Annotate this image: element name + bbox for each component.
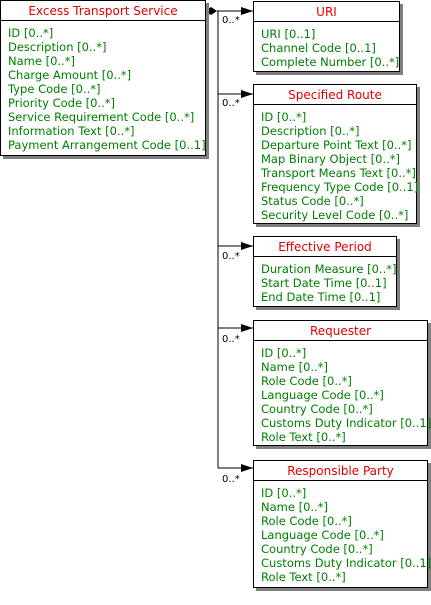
attribute: Departure Point Text [0..*] <box>261 138 412 152</box>
attribute: Frequency Type Code [0..1] <box>261 180 419 194</box>
attribute: Complete Number [0..*] <box>261 55 400 69</box>
attribute: Duration Measure [0..*] <box>261 262 397 276</box>
class-effective-period[interactable]: Effective Period Duration Measure [0..*]… <box>253 236 397 307</box>
attribute: Name [0..*] <box>261 500 328 514</box>
attribute: Information Text [0..*] <box>8 124 135 138</box>
attribute: Country Code [0..*] <box>261 402 373 416</box>
attribute: Customs Duty Indicator [0..1] <box>261 556 431 570</box>
arrow-head-icon <box>241 90 253 98</box>
cardinality-label: 0..* <box>222 98 240 109</box>
attribute: URI [0..1] <box>261 27 316 41</box>
attribute: End Date Time [0..1] <box>261 290 381 304</box>
attribute: ID [0..*] <box>261 110 307 124</box>
class-title: Specified Route <box>254 85 416 105</box>
attribute-list: ID [0..*] Description [0..*] Name [0..*]… <box>1 21 206 152</box>
arrow-head-icon <box>241 242 253 250</box>
attribute: ID [0..*] <box>261 486 307 500</box>
attribute: Map Binary Object [0..*] <box>261 152 400 166</box>
attribute-list: ID [0..*] Name [0..*] Role Code [0..*] L… <box>254 341 431 444</box>
attribute: Type Code [0..*] <box>8 82 101 96</box>
class-requester[interactable]: Requester ID [0..*] Name [0..*] Role Cod… <box>253 320 431 446</box>
cardinality-label: 0..* <box>222 15 240 26</box>
attribute: Transport Means Text [0..*] <box>261 166 416 180</box>
class-title: URI <box>254 2 399 22</box>
class-uri[interactable]: URI URI [0..1] Channel Code [0..1] Compl… <box>253 1 400 72</box>
attribute: Payment Arrangement Code [0..1] <box>8 138 206 152</box>
attribute: Security Level Code [0..*] <box>261 208 409 222</box>
class-title: Responsible Party <box>254 461 427 481</box>
attribute: Role Text [0..*] <box>261 570 346 584</box>
cardinality-label: 0..* <box>222 251 240 262</box>
attribute: Name [0..*] <box>8 54 75 68</box>
class-specified-route[interactable]: Specified Route ID [0..*] Description [0… <box>253 84 419 224</box>
arrow-head-icon <box>241 324 253 332</box>
attribute: Role Code [0..*] <box>261 374 352 388</box>
attribute: Customs Duty Indicator [0..1] <box>261 416 431 430</box>
attribute: Description [0..*] <box>8 40 107 54</box>
class-responsible-party[interactable]: Responsible Party ID [0..*] Name [0..*] … <box>253 460 431 588</box>
attribute: Role Code [0..*] <box>261 514 352 528</box>
attribute: Service Requirement Code [0..*] <box>8 110 195 124</box>
attribute: Language Code [0..*] <box>261 388 384 402</box>
attribute: Start Date Time [0..1] <box>261 276 387 290</box>
attribute: Language Code [0..*] <box>261 528 384 542</box>
attribute: ID [0..*] <box>8 26 54 40</box>
attribute-list: ID [0..*] Name [0..*] Role Code [0..*] L… <box>254 481 431 584</box>
attribute: Priority Code [0..*] <box>8 96 116 110</box>
aggregation-diamond-icon <box>205 7 217 15</box>
class-title: Excess Transport Service <box>1 1 205 21</box>
attribute: Charge Amount [0..*] <box>8 68 132 82</box>
attribute: Name [0..*] <box>261 360 328 374</box>
class-excess-transport-service[interactable]: Excess Transport Service ID [0..*] Descr… <box>0 0 206 156</box>
class-title: Effective Period <box>254 237 396 257</box>
attribute: Status Code [0..*] <box>261 194 364 208</box>
class-title: Requester <box>254 321 427 341</box>
arrow-head-icon <box>241 464 253 472</box>
attribute: Description [0..*] <box>261 124 360 138</box>
attribute: Country Code [0..*] <box>261 542 373 556</box>
attribute: Role Text [0..*] <box>261 430 346 444</box>
attribute: ID [0..*] <box>261 346 307 360</box>
attribute-list: Duration Measure [0..*] Start Date Time … <box>254 257 396 304</box>
attribute-list: URI [0..1] Channel Code [0..1] Complete … <box>254 22 399 69</box>
cardinality-label: 0..* <box>222 334 240 345</box>
cardinality-label: 0..* <box>222 474 240 485</box>
attribute-list: ID [0..*] Description [0..*] Departure P… <box>254 105 419 222</box>
arrow-head-icon <box>241 7 253 15</box>
attribute: Channel Code [0..1] <box>261 41 376 55</box>
